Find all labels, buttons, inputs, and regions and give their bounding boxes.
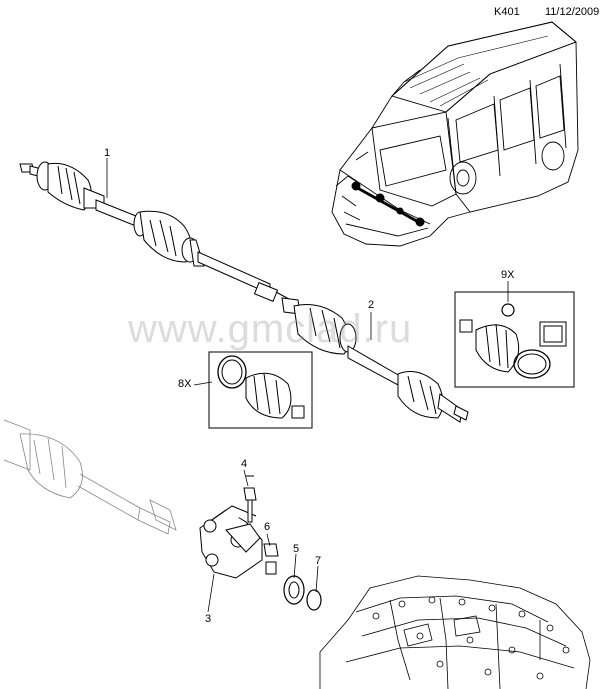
repair-kit-8x-box bbox=[208, 351, 313, 429]
callout-1: 1 bbox=[104, 147, 111, 159]
driveshaft-1 bbox=[19, 161, 299, 305]
callout-5: 5 bbox=[293, 543, 300, 555]
leader-lines bbox=[106, 158, 509, 613]
circlip-7 bbox=[306, 589, 322, 611]
repair-kit-8x-parts bbox=[217, 355, 305, 419]
diagram-code: K401 bbox=[494, 6, 520, 18]
bearing-support-3 bbox=[199, 505, 263, 579]
diagram-date: 11/12/2009 bbox=[545, 6, 600, 18]
nut-6 bbox=[263, 543, 279, 575]
transmission-shaft-phantom bbox=[3, 419, 177, 535]
watermark: www.gmclad.ru bbox=[128, 307, 413, 351]
callout-3: 3 bbox=[205, 613, 212, 625]
callout-2: 2 bbox=[368, 299, 375, 311]
repair-kit-9x-parts bbox=[459, 303, 567, 379]
repair-kit-9x-box bbox=[454, 291, 575, 388]
bolt-4 bbox=[243, 475, 257, 523]
driveshaft-2 bbox=[281, 297, 469, 423]
callout-kit-8x: 8X bbox=[178, 378, 192, 390]
gearbox-illustration bbox=[319, 575, 591, 689]
callout-kit-9x: 9X bbox=[501, 269, 515, 281]
callout-4: 4 bbox=[241, 458, 248, 470]
callout-7: 7 bbox=[315, 555, 322, 567]
callout-6: 6 bbox=[264, 521, 271, 533]
van-illustration bbox=[331, 21, 579, 247]
van-driveshaft-highlight bbox=[351, 181, 425, 227]
bearing-5 bbox=[283, 575, 305, 605]
